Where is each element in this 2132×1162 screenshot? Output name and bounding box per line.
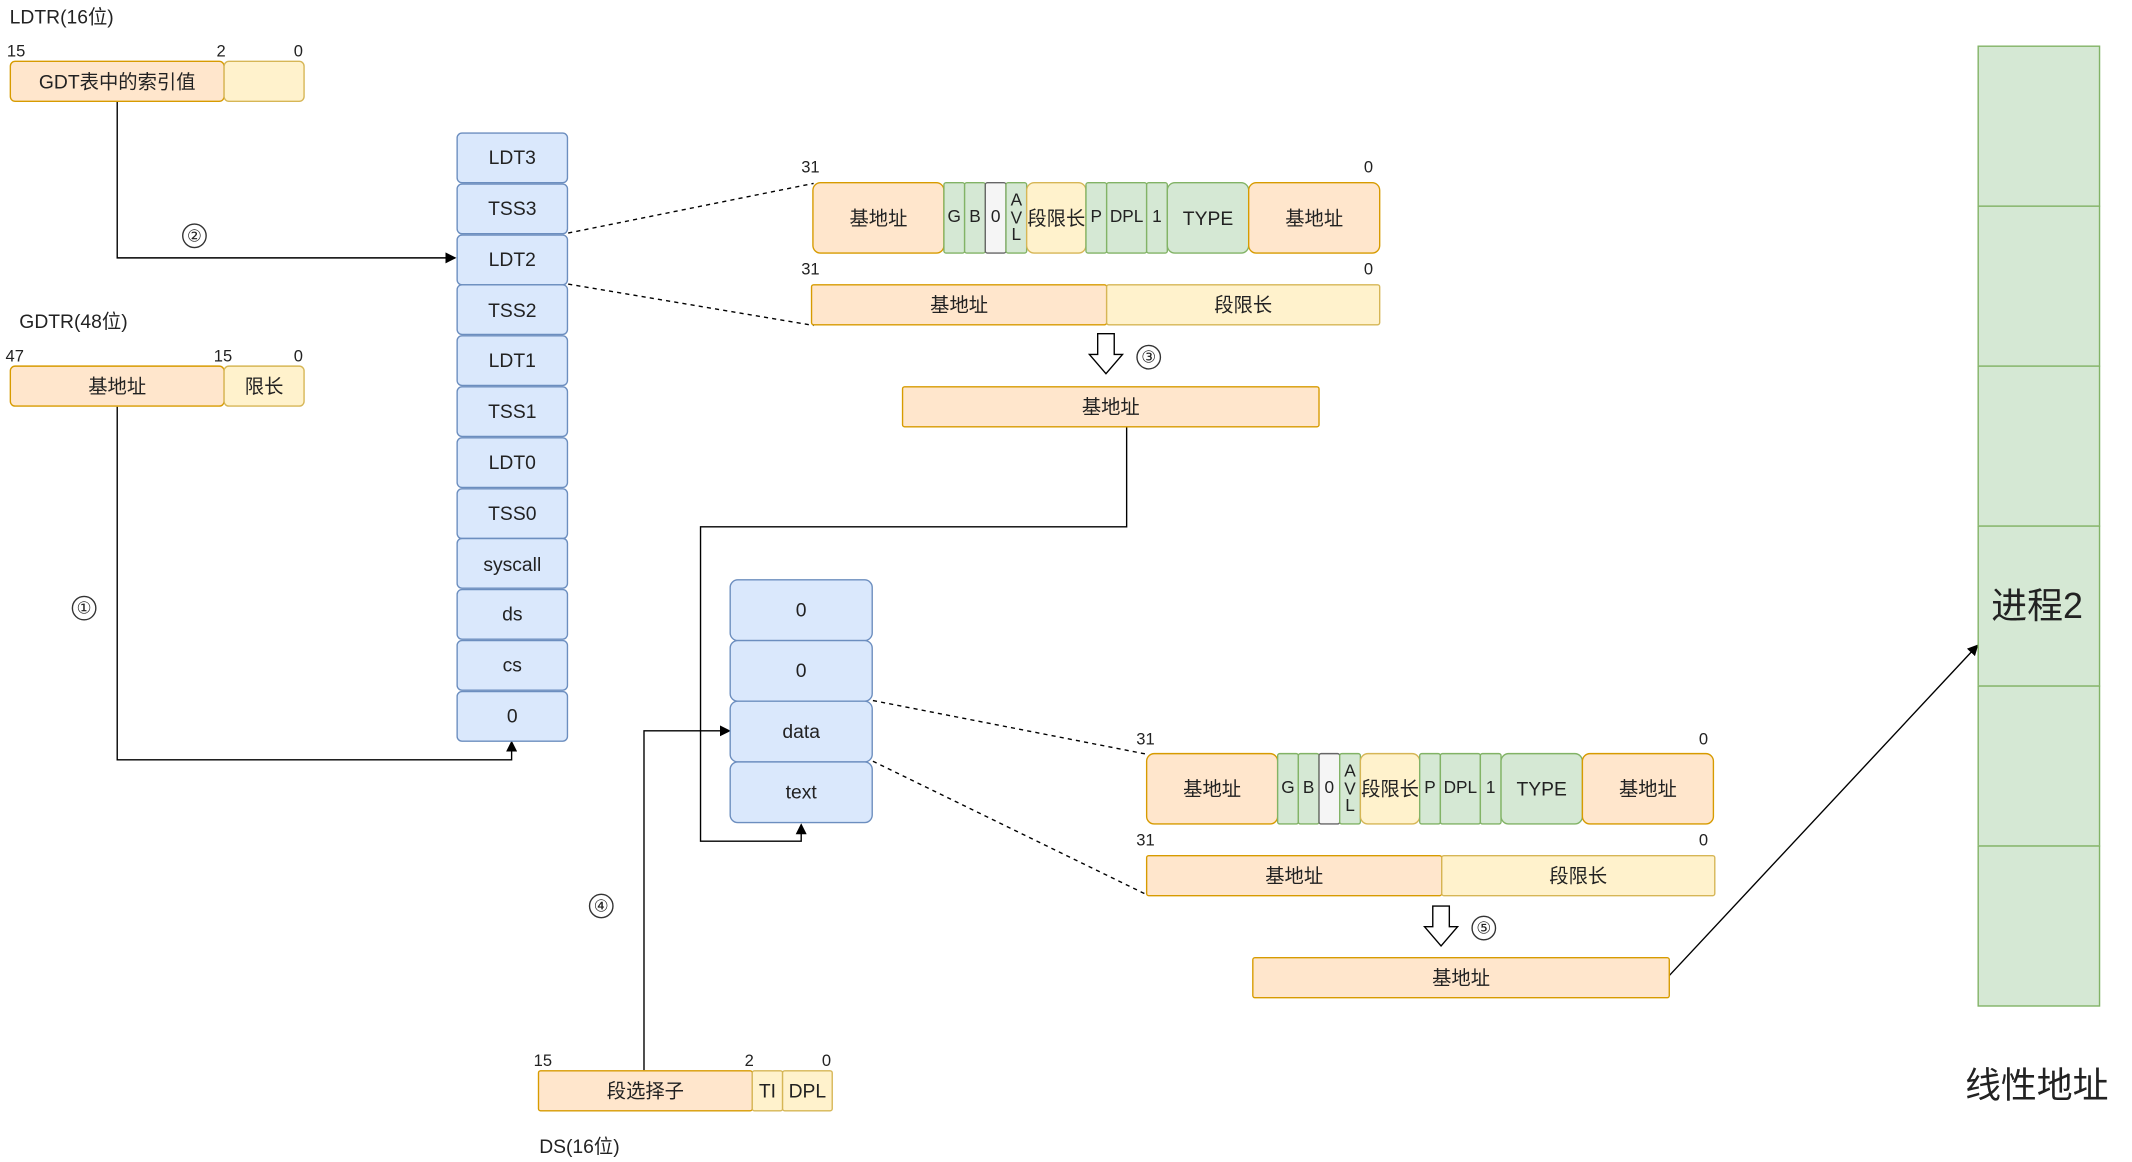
gdt-entry: TSS3 (456, 183, 569, 235)
segment-base-to-linear-arrow (1668, 644, 1979, 977)
desc-b-bit: B (963, 182, 986, 254)
ldt-entry: text (729, 761, 873, 824)
desc-p-bit: P (1418, 752, 1442, 825)
ldtr-to-ldt2-arrow (116, 102, 457, 264)
desc-avl-bit: A V L (1339, 752, 1362, 825)
linear-region (1977, 45, 2101, 207)
linear-region (1977, 525, 2101, 687)
step-5-marker: ⑤ (1471, 915, 1497, 941)
step-1-marker: ① (71, 595, 97, 621)
ldt-entry: 0 (729, 639, 873, 702)
gdt-entry: TSS2 (456, 284, 569, 336)
selector-title: DS(16位) (539, 1134, 620, 1157)
ldt-entry: 0 (729, 579, 873, 642)
tss3-zoom-line (568, 182, 814, 234)
ldt-entry: data (729, 700, 873, 763)
desc-limit-high: 段限长 (1025, 182, 1087, 254)
data-zoom-line (872, 699, 1148, 755)
desc-dpl-field: DPL (1439, 752, 1482, 825)
text-zoom-line (872, 760, 1148, 896)
desc-dpl-field: DPL (1105, 182, 1148, 254)
gdt-entry: TSS0 (456, 487, 569, 539)
ldtr-title: LDTR(16位) (9, 5, 114, 28)
gdt-entry: TSS1 (456, 386, 569, 438)
desc1-low-base: 基地址 (810, 284, 1108, 326)
gdtr-limit-field: 限长 (223, 365, 305, 407)
selector-bit-2: 2 (744, 1050, 754, 1071)
linear-region (1977, 205, 2101, 367)
desc-base-high: 基地址 (1145, 752, 1279, 825)
gdtr-to-gdt-base-arrow (116, 406, 518, 761)
desc-limit-high: 段限长 (1359, 752, 1421, 825)
selector-dpl-field: DPL (781, 1070, 833, 1112)
desc2-low-base: 基地址 (1145, 854, 1443, 897)
desc-type-field: TYPE (1500, 752, 1584, 825)
desc-base-high: 基地址 (812, 182, 945, 254)
down-arrow-3 (1087, 333, 1125, 375)
desc1-high-bit-31: 31 (801, 157, 820, 177)
linear-address-label: 线性地址 (1965, 1064, 2109, 1106)
desc1-high-bit-0: 0 (1363, 157, 1374, 177)
desc1-low-bit-31: 31 (801, 259, 820, 279)
step-2-marker: ② (182, 223, 207, 249)
ldtr-bit-15: 15 (6, 41, 26, 61)
desc2-high-bit-0: 0 (1698, 729, 1709, 749)
desc1-low-bit-0: 0 (1363, 259, 1374, 279)
gdt-entry: syscall (456, 538, 569, 590)
ldtr-bit-0: 0 (293, 41, 303, 61)
ldtr-index-field: GDT表中的索引值 (9, 60, 225, 103)
gdt-entry: LDT3 (456, 132, 569, 184)
tss2-zoom-line (568, 283, 814, 327)
selector-index-field: 段选择子 (537, 1070, 753, 1112)
down-arrow-5 (1423, 905, 1460, 948)
gdt-entry: LDT1 (456, 335, 569, 387)
desc-base-low: 基地址 (1247, 182, 1381, 254)
gdt-entry: cs (456, 639, 569, 691)
desc-type-field: TYPE (1166, 182, 1250, 254)
desc-g-bit: G (1276, 752, 1300, 825)
process-2-label: 进程2 (1991, 584, 2083, 627)
gdt-entry: LDT2 (456, 233, 569, 285)
gdtr-title: GDTR(48位) (19, 310, 128, 333)
desc1-low-limit: 段限长 (1105, 284, 1381, 326)
desc2-low-bit-31: 31 (1136, 830, 1155, 850)
segment-base-result: 基地址 (1252, 957, 1670, 999)
desc2-low-bit-0: 0 (1698, 830, 1709, 850)
step-4-marker: ④ (588, 893, 614, 919)
desc-b-bit: B (1297, 752, 1320, 825)
linear-region (1977, 685, 2101, 847)
desc-avl-bit: A V L (1005, 182, 1028, 254)
gdtr-bit-0: 0 (293, 346, 303, 366)
desc-zero-bit: 0 (984, 182, 1007, 254)
step-3-marker: ③ (1136, 344, 1162, 370)
desc-g-bit: G (943, 182, 966, 254)
desc-zero-bit: 0 (1318, 752, 1341, 825)
selector-bit-15: 15 (533, 1050, 553, 1071)
gdtr-base-field: 基地址 (9, 365, 225, 407)
desc-p-bit: P (1085, 182, 1108, 254)
gdtr-bit-47: 47 (5, 346, 24, 366)
gdt-entry: ds (456, 589, 569, 641)
desc-base-low: 基地址 (1581, 752, 1715, 825)
ldt-base-to-text-arrow (699, 426, 1128, 842)
desc-s-bit: 1 (1479, 752, 1502, 825)
desc2-low-limit: 段限长 (1441, 854, 1716, 897)
selector-to-data-arrow (643, 725, 731, 1071)
ldtr-bit-2: 2 (216, 41, 226, 61)
selector-bit-0: 0 (821, 1050, 832, 1071)
gdt-entry: 0 (456, 690, 569, 742)
linear-region (1977, 365, 2101, 527)
ldt-base-result: 基地址 (901, 386, 1320, 428)
gdt-entry: LDT0 (456, 436, 569, 488)
linear-region (1977, 845, 2101, 1007)
selector-ti-field: TI (751, 1070, 784, 1112)
ldtr-low-field (223, 60, 305, 103)
gdtr-bit-15: 15 (213, 346, 233, 366)
desc-s-bit: 1 (1145, 182, 1169, 254)
desc2-high-bit-31: 31 (1136, 729, 1155, 749)
